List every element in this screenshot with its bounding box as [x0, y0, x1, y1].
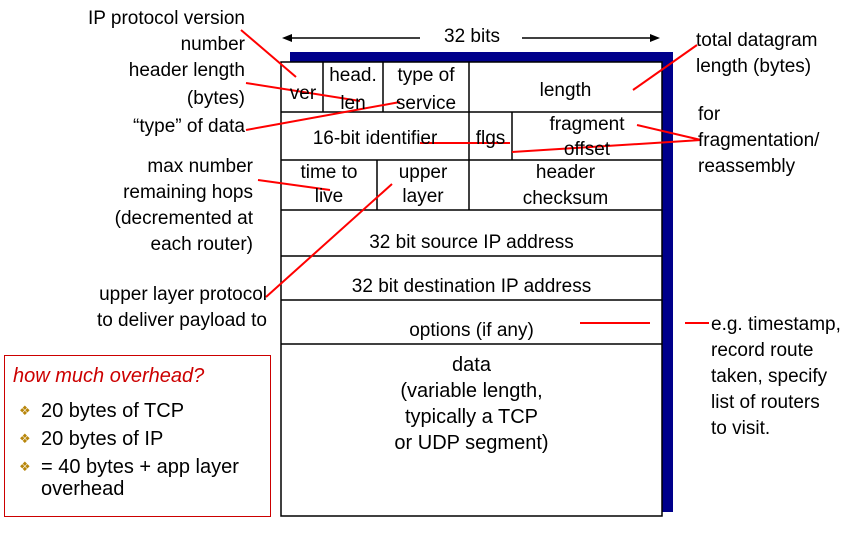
field-data-line2: (variable length,	[400, 380, 543, 402]
annotation-ttl-line4: each router)	[150, 234, 253, 255]
field-source-address: 32 bit source IP address	[369, 232, 574, 253]
bits-arrow	[282, 34, 660, 42]
overhead-callout: how much overhead? ❖ 20 bytes of TCP ❖ 2…	[4, 355, 271, 517]
annotation-fragmentation-line2: fragmentation/	[698, 130, 820, 151]
field-ttl-line2: live	[314, 186, 344, 207]
field-identifier: 16-bit identifier	[312, 128, 438, 149]
row-dividers	[281, 111, 662, 345]
field-tos-line2: service	[395, 93, 457, 114]
annotation-options-line3: taken, specify	[711, 366, 828, 387]
field-ttl-line1: time to	[300, 162, 358, 183]
overhead-bullet-text: 20 bytes of IP	[41, 428, 164, 450]
field-fragment-offset-line1: fragment	[549, 114, 625, 135]
annotation-fragmentation-line3: reassembly	[698, 156, 796, 177]
annotation-lines	[240, 29, 709, 324]
annotation-options-line4: list of routers	[711, 392, 820, 413]
field-version: ver	[289, 83, 317, 104]
annotation-header-length-line2: (bytes)	[186, 88, 245, 109]
annotation-ip-version-line2: number	[180, 34, 245, 55]
overhead-bullet-text: 20 bytes of TCP	[41, 400, 185, 422]
overhead-title: how much overhead?	[13, 365, 205, 387]
annotation-upper-layer-line2: to deliver payload to	[96, 310, 267, 331]
field-fragment-offset-line2: offset	[563, 139, 611, 160]
annotation-options-line5: to visit.	[711, 418, 771, 439]
annotation-upper-layer-line1: upper layer protocol	[99, 284, 267, 305]
field-upper-layer-line1: upper	[398, 162, 448, 183]
field-checksum-line2: checksum	[522, 188, 609, 209]
field-header-length-line1: head.	[329, 65, 377, 86]
annotation-options-line1: e.g. timestamp,	[711, 314, 841, 335]
field-tos-line1: type of	[397, 65, 455, 86]
overhead-bullet-text: = 40 bytes + app layer overhead	[41, 456, 239, 500]
annotation-ttl-line2: remaining hops	[123, 182, 253, 203]
annotation-type-of-data: “type” of data	[133, 116, 245, 137]
field-upper-layer-line2: layer	[402, 186, 444, 207]
bullet-icon: ❖	[19, 459, 31, 474]
field-header-length-line2: len	[340, 93, 366, 114]
datagram-box	[280, 61, 663, 517]
field-flags: flgs	[475, 128, 506, 149]
annotation-total-length-line2: length (bytes)	[696, 56, 812, 77]
bullet-icon: ❖	[19, 403, 31, 418]
annotation-total-length-line1: total datagram	[696, 30, 818, 51]
annotation-ttl-line3: (decremented at	[114, 208, 253, 229]
bits-label: 32 bits	[444, 26, 500, 47]
field-data-line4: or UDP segment)	[394, 432, 549, 454]
field-destination-address: 32 bit destination IP address	[351, 276, 592, 297]
field-data-line3: typically a TCP	[404, 406, 538, 428]
annotation-header-length-line1: header length	[128, 60, 245, 81]
field-checksum-line1: header	[535, 162, 596, 183]
field-length: length	[539, 80, 592, 101]
bullet-icon: ❖	[19, 431, 31, 446]
field-data-line1: data	[452, 354, 491, 376]
annotation-options-line2: record route	[711, 340, 814, 361]
field-options: options (if any)	[409, 320, 534, 341]
annotation-ttl-line1: max number	[147, 156, 253, 177]
annotation-ip-version-line1: IP protocol version	[87, 8, 245, 29]
annotation-fragmentation-line1: for	[698, 104, 721, 125]
